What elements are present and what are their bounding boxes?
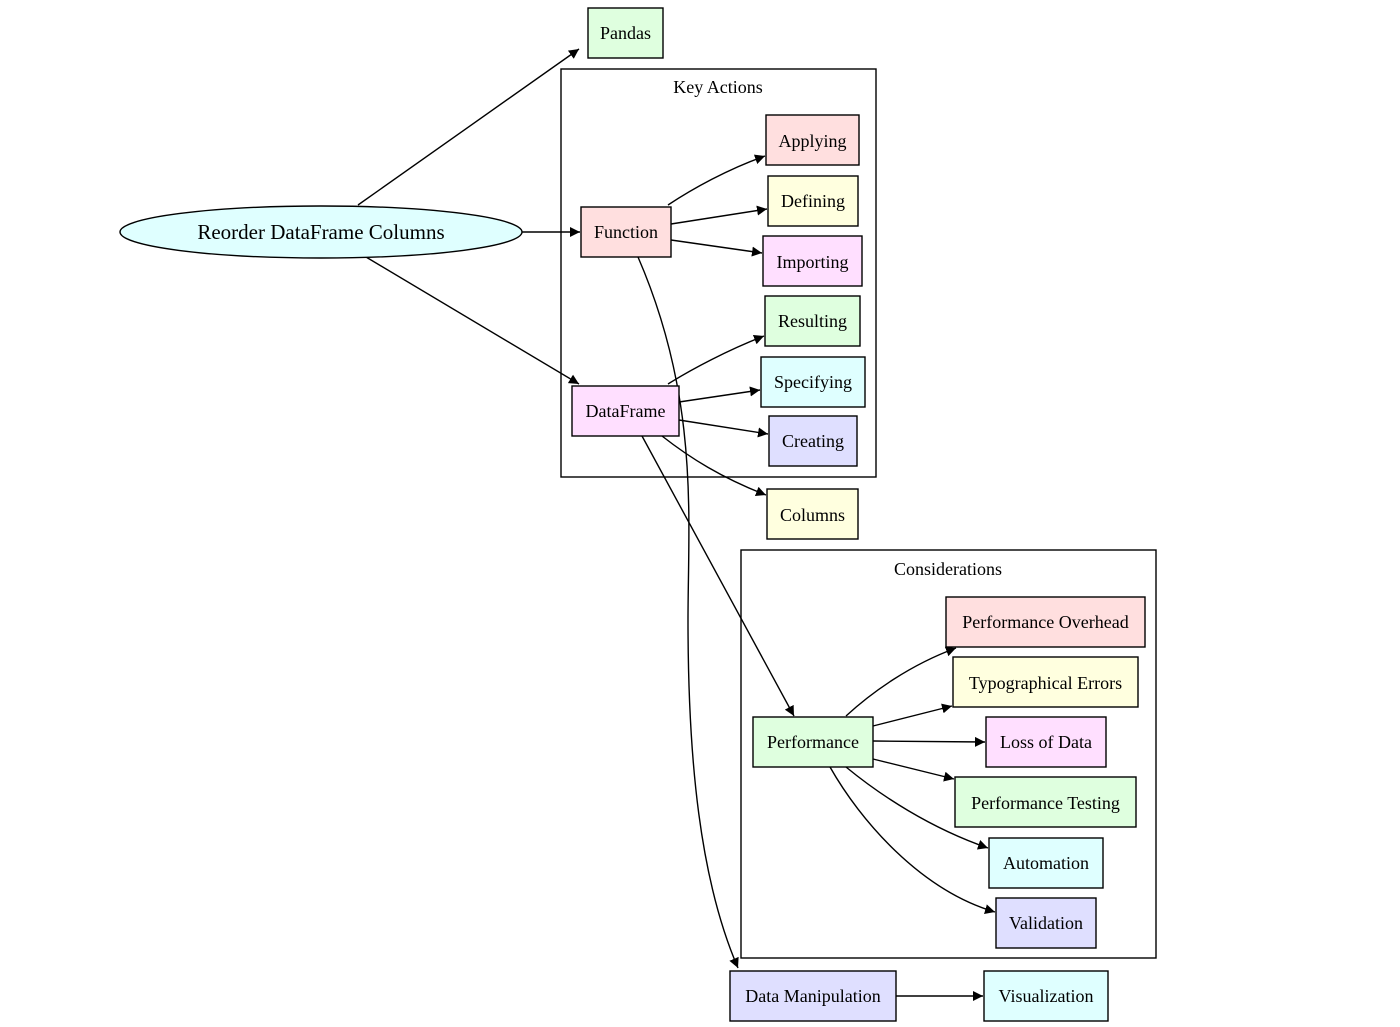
edge-root-pandas: [357, 48, 580, 206]
node-visualization-label: Visualization: [999, 986, 1094, 1006]
node-performance-overhead[interactable]: Performance Overhead: [945, 596, 1146, 648]
node-resulting-label: Resulting: [778, 311, 847, 331]
node-specifying-label: Specifying: [774, 372, 852, 392]
edge-function-importing: [670, 239, 763, 257]
node-loss-of-data-label: Loss of Data: [1000, 732, 1092, 752]
edge-function-data-manipulation: [637, 256, 739, 969]
node-validation-label: Validation: [1009, 913, 1083, 933]
node-typographical-errors[interactable]: Typographical Errors: [952, 656, 1139, 708]
edge-performance-automation: [845, 766, 989, 850]
node-columns-label: Columns: [780, 505, 845, 525]
node-automation-label: Automation: [1003, 853, 1089, 873]
node-creating-label: Creating: [782, 431, 844, 451]
cluster-key-actions: Key Actions: [560, 68, 877, 478]
node-applying[interactable]: Applying: [765, 114, 860, 166]
node-dataframe-label: DataFrame: [586, 401, 666, 421]
cluster-key-actions-label: Key Actions: [673, 77, 763, 97]
node-importing-label: Importing: [777, 252, 849, 272]
edge-performance-testing: [872, 758, 955, 782]
node-validation[interactable]: Validation: [995, 897, 1097, 949]
node-data-manipulation[interactable]: Data Manipulation: [729, 970, 897, 1022]
edge-dataframe-resulting: [667, 334, 765, 385]
node-columns[interactable]: Columns: [766, 488, 859, 540]
node-data-manipulation-label: Data Manipulation: [745, 986, 880, 1006]
edge-performance-loss: [872, 736, 986, 747]
node-performance-overhead-label: Performance Overhead: [962, 612, 1128, 632]
edge-function-applying: [667, 154, 766, 206]
node-function-label: Function: [594, 222, 658, 242]
node-performance-testing-label: Performance Testing: [971, 793, 1120, 813]
edge-root-dataframe: [365, 256, 580, 385]
node-typographical-errors-label: Typographical Errors: [969, 673, 1122, 693]
node-root-label: Reorder DataFrame Columns: [197, 220, 444, 244]
node-specifying[interactable]: Specifying: [760, 356, 866, 408]
node-dataframe[interactable]: DataFrame: [571, 385, 680, 437]
node-creating[interactable]: Creating: [768, 415, 858, 467]
node-applying-label: Applying: [778, 131, 846, 151]
node-loss-of-data[interactable]: Loss of Data: [985, 716, 1107, 768]
node-function[interactable]: Function: [580, 206, 672, 258]
edges: [357, 48, 996, 1001]
node-defining-label: Defining: [781, 191, 845, 211]
node-performance-testing[interactable]: Performance Testing: [954, 776, 1137, 828]
edge-dataframe-performance: [641, 435, 795, 717]
cluster-considerations-label: Considerations: [894, 559, 1002, 579]
edge-dataframe-columns: [661, 435, 767, 497]
node-defining[interactable]: Defining: [767, 175, 859, 227]
edge-dataframe-specifying: [678, 386, 761, 403]
node-importing[interactable]: Importing: [762, 235, 863, 287]
node-pandas-label: Pandas: [600, 23, 651, 43]
cluster-considerations: Considerations: [740, 549, 1157, 959]
edge-performance-overhead: [845, 646, 957, 717]
edge-function-defining: [670, 205, 768, 225]
edge-dataframe-creating: [678, 419, 769, 438]
edge-performance-typographical: [872, 703, 953, 727]
node-performance[interactable]: Performance: [752, 716, 874, 768]
node-automation[interactable]: Automation: [988, 837, 1104, 889]
node-root[interactable]: Reorder DataFrame Columns: [119, 205, 523, 259]
node-visualization[interactable]: Visualization: [983, 970, 1109, 1022]
edge-performance-validation: [829, 766, 996, 914]
node-performance-label: Performance: [767, 732, 859, 752]
node-resulting[interactable]: Resulting: [764, 295, 861, 347]
node-pandas[interactable]: Pandas: [587, 7, 664, 59]
